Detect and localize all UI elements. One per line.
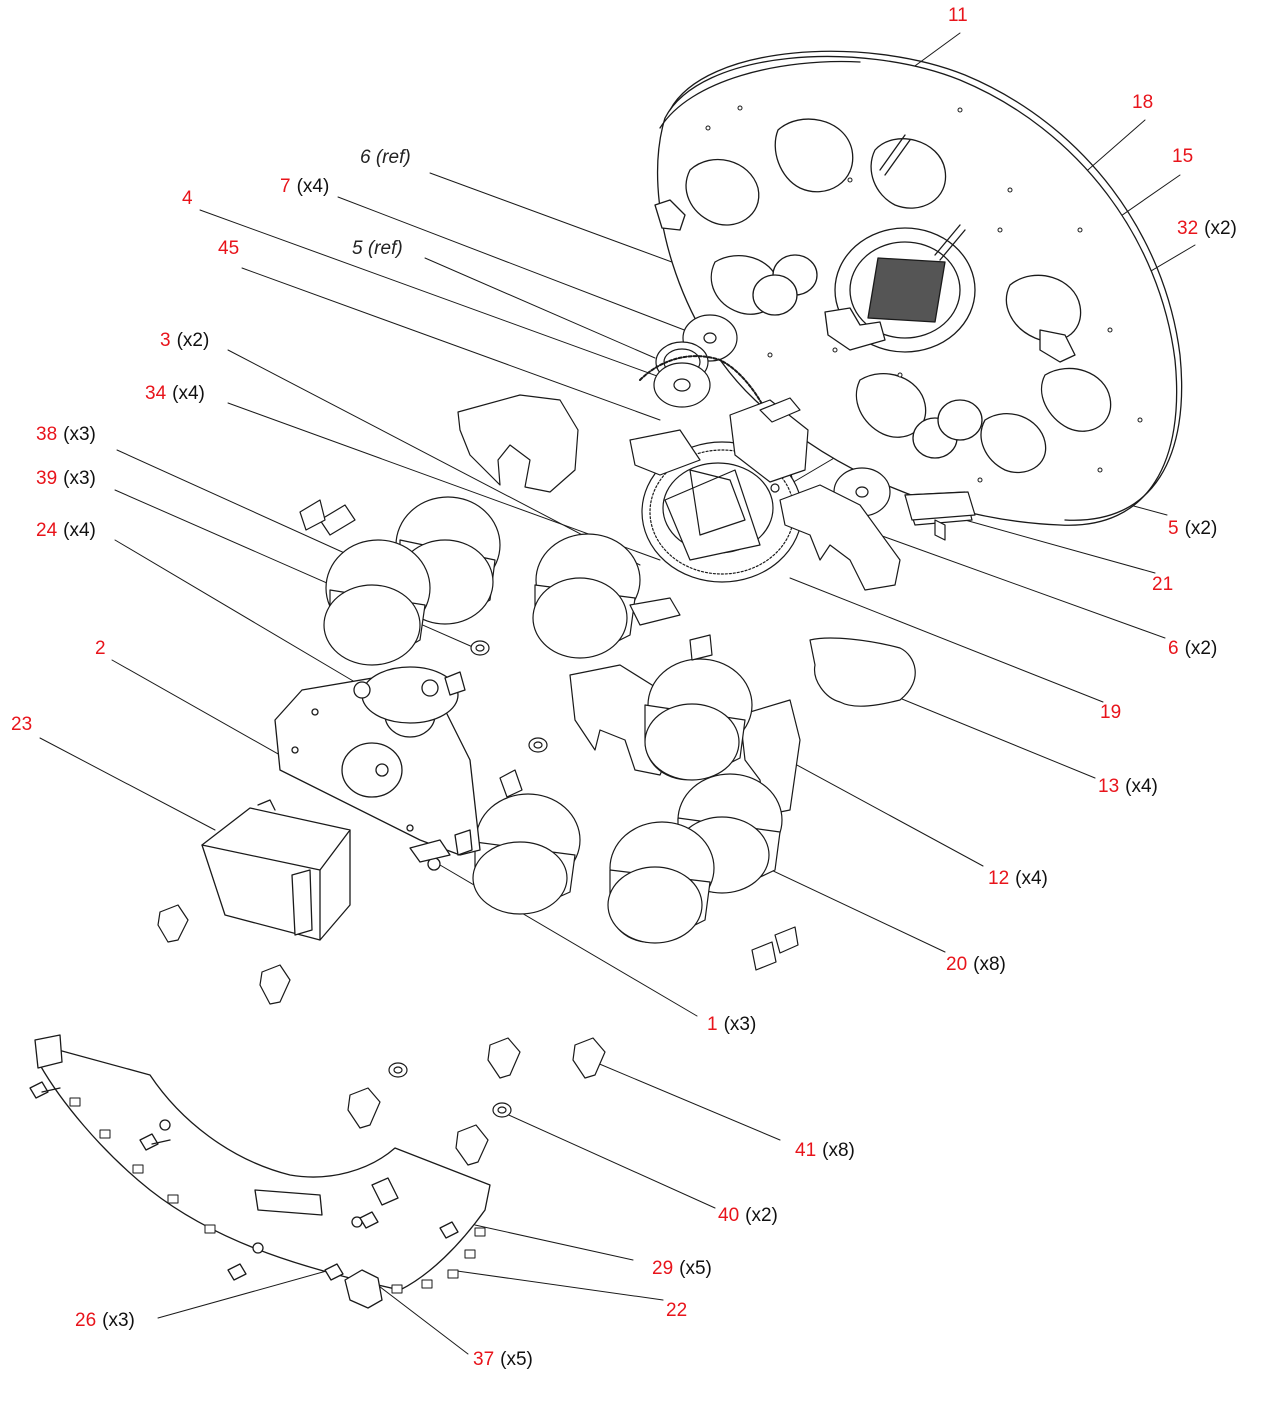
standoffs <box>157 640 606 1166</box>
connector-21 <box>904 491 976 521</box>
bracket-plates <box>457 394 916 816</box>
part-number: 5 <box>1168 518 1179 539</box>
part-number: 4 <box>182 188 193 209</box>
callout-26: 26(x3) <box>75 1310 135 1332</box>
callout-4: 4 <box>182 188 199 210</box>
leader-lines <box>39 32 1196 1355</box>
driver-box <box>201 799 351 941</box>
part-number: 1 <box>707 1014 718 1035</box>
part-number: 5 (ref) <box>352 238 403 259</box>
part-number: 13 <box>1098 776 1120 797</box>
part-quantity: (x3) <box>63 424 96 445</box>
motor-plate <box>274 666 481 871</box>
part-number: 26 <box>75 1310 97 1331</box>
callout-40: 40(x2) <box>718 1205 778 1227</box>
part-number: 24 <box>36 520 58 541</box>
part-number: 39 <box>36 468 58 489</box>
part-quantity: (x5) <box>679 1258 712 1279</box>
callout-5-ref: 5 (ref) <box>352 238 409 260</box>
callout-2: 2 <box>95 638 112 660</box>
part-number: 20 <box>946 954 968 975</box>
part-number: 15 <box>1172 146 1194 167</box>
part-number: 38 <box>36 424 58 445</box>
part-quantity: (x4) <box>63 520 96 541</box>
part-quantity: (x2) <box>176 330 210 351</box>
part-quantity: (x3) <box>63 468 96 489</box>
part-number: 34 <box>145 383 167 404</box>
callout-6-ref: 6 (ref) <box>360 147 417 169</box>
part-quantity: (x4) <box>1125 776 1158 797</box>
part-quantity: (x4) <box>1015 868 1048 889</box>
part-quantity: (x3) <box>102 1310 135 1331</box>
part-quantity: (x3) <box>723 1014 757 1035</box>
callout-15: 15 <box>1172 146 1199 168</box>
part-number: 23 <box>11 714 33 735</box>
callout-22: 22 <box>666 1300 693 1322</box>
part-quantity: (x4) <box>296 176 330 197</box>
part-number: 6 (ref) <box>360 147 411 168</box>
callout-39: 39(x3) <box>36 468 96 490</box>
callout-12: 12(x4) <box>988 868 1048 890</box>
callout-32: 32(x2) <box>1177 218 1237 240</box>
gear-ring <box>629 355 803 583</box>
part-quantity: (x2) <box>1184 638 1218 659</box>
part-number: 32 <box>1177 218 1199 239</box>
part-number: 37 <box>473 1349 495 1370</box>
callout-37: 37(x5) <box>473 1349 533 1371</box>
callout-1: 1(x3) <box>707 1014 756 1036</box>
callout-3: 3(x2) <box>160 330 209 352</box>
part-quantity: (x8) <box>822 1140 855 1161</box>
callout-20: 20(x8) <box>946 954 1006 976</box>
part-number: 7 <box>280 176 291 197</box>
part-number: 21 <box>1152 574 1174 595</box>
callout-38: 38(x3) <box>36 424 96 446</box>
callout-7: 7(x4) <box>280 176 329 198</box>
part-number: 41 <box>795 1140 817 1161</box>
arc-pcb <box>29 1034 491 1309</box>
part-number: 6 <box>1168 638 1179 659</box>
stepper-motors <box>299 496 799 971</box>
callout-5: 5(x2) <box>1168 518 1217 540</box>
part-number: 22 <box>666 1300 688 1321</box>
part-quantity: (x4) <box>172 383 205 404</box>
callout-11: 11 <box>948 5 974 27</box>
callout-13: 13(x4) <box>1098 776 1158 798</box>
callout-45: 45 <box>218 238 245 260</box>
callout-21: 21 <box>1152 574 1179 596</box>
callout-19: 19 <box>1100 702 1127 724</box>
part-number: 3 <box>160 330 171 351</box>
part-quantity: (x2) <box>745 1205 778 1226</box>
part-number: 11 <box>948 5 968 26</box>
part-number: 12 <box>988 868 1010 889</box>
callout-29: 29(x5) <box>652 1258 712 1280</box>
part-number: 19 <box>1100 702 1122 723</box>
part-number: 45 <box>218 238 240 259</box>
part-number: 18 <box>1132 92 1154 113</box>
part-number: 29 <box>652 1258 674 1279</box>
callout-24: 24(x4) <box>36 520 96 542</box>
callout-34: 34(x4) <box>145 383 205 405</box>
callout-6: 6(x2) <box>1168 638 1217 660</box>
part-quantity: (x2) <box>1184 518 1218 539</box>
part-quantity: (x8) <box>973 954 1006 975</box>
part-quantity: (x2) <box>1204 218 1237 239</box>
part-number: 40 <box>718 1205 740 1226</box>
part-quantity: (x5) <box>500 1349 533 1370</box>
callout-18: 18 <box>1132 92 1159 114</box>
callout-41: 41(x8) <box>795 1140 855 1162</box>
part-number: 2 <box>95 638 106 659</box>
callout-23: 23 <box>11 714 38 736</box>
